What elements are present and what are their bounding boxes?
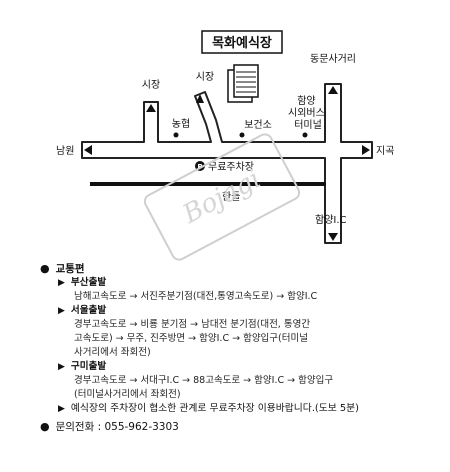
busan-directions: 남해고속도로 → 서진주분기점(대전,통영고속도로) → 함양I.C bbox=[74, 291, 318, 302]
arrow-south bbox=[328, 233, 338, 241]
busan-title: ▶ 부산출발 bbox=[58, 276, 444, 290]
transport-title-text: 교통편 bbox=[55, 263, 85, 275]
contact-text: 문의전화 : 055-962-3303 bbox=[55, 421, 179, 433]
venue-title: 목화예식장 bbox=[212, 35, 272, 51]
seoul-title: ▶ 서울출발 bbox=[58, 304, 444, 318]
gumi-directions-2: (터미널사거리에서 좌회전) bbox=[74, 389, 181, 400]
label-market-mid: 시장 bbox=[196, 71, 214, 83]
seoul-directions-2: 고속도로) → 무주, 진주방면 → 함양I.C → 함양입구(터미널 bbox=[74, 333, 308, 344]
triangle-bullet-icon: ▶ bbox=[58, 404, 65, 414]
label-nonghyup: 농협 bbox=[172, 117, 190, 130]
main-road bbox=[81, 83, 373, 244]
label-terminal-line2: 시외버스 bbox=[288, 107, 325, 119]
gumi-title-text: 구미출발 bbox=[70, 361, 107, 372]
triangle-bullet-icon: ▶ bbox=[58, 278, 65, 288]
arrow-east bbox=[362, 145, 370, 155]
triangle-bullet-icon: ▶ bbox=[58, 306, 65, 316]
label-parking: 무료주차장 bbox=[208, 161, 254, 173]
parking-note: ▶ 예식장의 주차장이 협소한 관계로 무료주차장 이용바랍니다.(도보 5분) bbox=[58, 402, 444, 416]
label-health-center: 보건소 bbox=[244, 119, 272, 131]
label-namwon: 남원 bbox=[56, 145, 74, 157]
label-terminal-line3: 터미널 bbox=[294, 119, 322, 131]
arrow-north-left bbox=[146, 104, 156, 112]
terminal-dot bbox=[302, 132, 308, 138]
label-market-left: 시장 bbox=[142, 79, 160, 91]
label-terminal-line1: 함양 bbox=[297, 95, 315, 107]
gumi-directions-1: 경부고속도로 → 서대구I.C → 88고속도로 → 함양I.C → 함양입구 bbox=[74, 375, 334, 386]
parking-note-text: 예식장의 주차장이 협소한 관계로 무료주차장 이용바랍니다.(도보 5분) bbox=[70, 403, 359, 414]
label-terminal: 함양 시외버스 터미널 bbox=[288, 95, 328, 131]
location-map: 목화예식장 시장 시장 동문사거리 농협 보건소 함양 시외버스 터미널 남원 … bbox=[56, 30, 394, 244]
venue-title-box bbox=[201, 30, 283, 54]
label-hamyang-ic: 함양I.C bbox=[315, 214, 347, 226]
seoul-directions-1: 경부고속도로 → 비룡 분기점 → 남대전 분기점(대전, 통영간 bbox=[74, 319, 311, 330]
label-jigok: 지곡 bbox=[376, 145, 394, 157]
label-dongmun: 동문사거리 bbox=[310, 53, 356, 65]
seoul-title-text: 서울출발 bbox=[70, 305, 107, 316]
gumi-title: ▶ 구미출발 bbox=[58, 360, 444, 374]
building-icon bbox=[227, 64, 259, 103]
parking-icon-letter: P bbox=[197, 163, 202, 171]
triangle-bullet-icon: ▶ bbox=[58, 362, 65, 372]
arrow-west bbox=[84, 145, 92, 155]
arrow-north-right bbox=[328, 86, 338, 94]
label-handeul: 한들 bbox=[222, 191, 240, 203]
busan-title-text: 부산출발 bbox=[70, 277, 107, 288]
directions-info: ● 교통편 ▶ 부산출발 남해고속도로 → 서진주분기점(대전,통영고속도로) … bbox=[40, 262, 444, 434]
seoul-directions-3: 사거리에서 좌회전) bbox=[74, 347, 151, 358]
health-center-dot bbox=[239, 132, 245, 138]
arrow-north-mid bbox=[196, 94, 204, 103]
bullet-icon: ● bbox=[40, 262, 50, 275]
nonghyup-dot bbox=[173, 132, 179, 138]
contact-line: ● 문의전화 : 055-962-3303 bbox=[40, 420, 444, 434]
parking-icon bbox=[195, 161, 205, 171]
transport-section-title: ● 교통편 bbox=[40, 262, 444, 276]
watermark-text: Bojagi bbox=[178, 164, 266, 230]
bullet-icon: ● bbox=[40, 420, 50, 433]
